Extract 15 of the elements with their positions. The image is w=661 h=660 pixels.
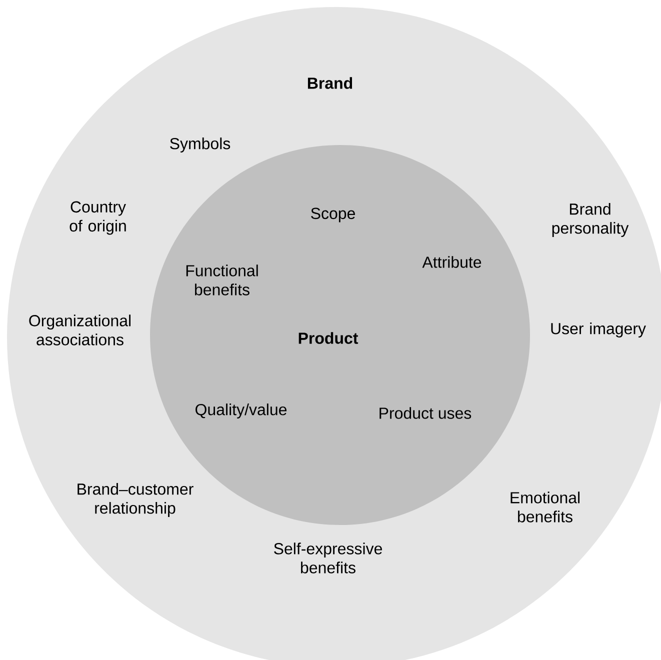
circle-label: Quality/value xyxy=(196,404,287,418)
circle-label: Scope xyxy=(311,208,355,222)
circle-label: Self-expressive benefits xyxy=(274,542,382,574)
circle-label: Brand–customer relationship xyxy=(78,483,194,517)
heading: Product xyxy=(298,332,358,344)
circle-label: Brand personality xyxy=(552,203,629,237)
circle-label: Attribute xyxy=(422,256,482,268)
circle-label: Product uses xyxy=(380,407,472,419)
circle-label: User imagery xyxy=(551,322,646,338)
circle-label: Organizational associations xyxy=(29,314,130,346)
circle-label: Country of origin xyxy=(70,201,126,235)
circle-label: Functional benefits xyxy=(186,264,258,296)
circle-label: Emotional benefits xyxy=(510,492,580,522)
heading: Brand xyxy=(308,77,352,89)
circle-label: Symbols xyxy=(170,138,230,152)
